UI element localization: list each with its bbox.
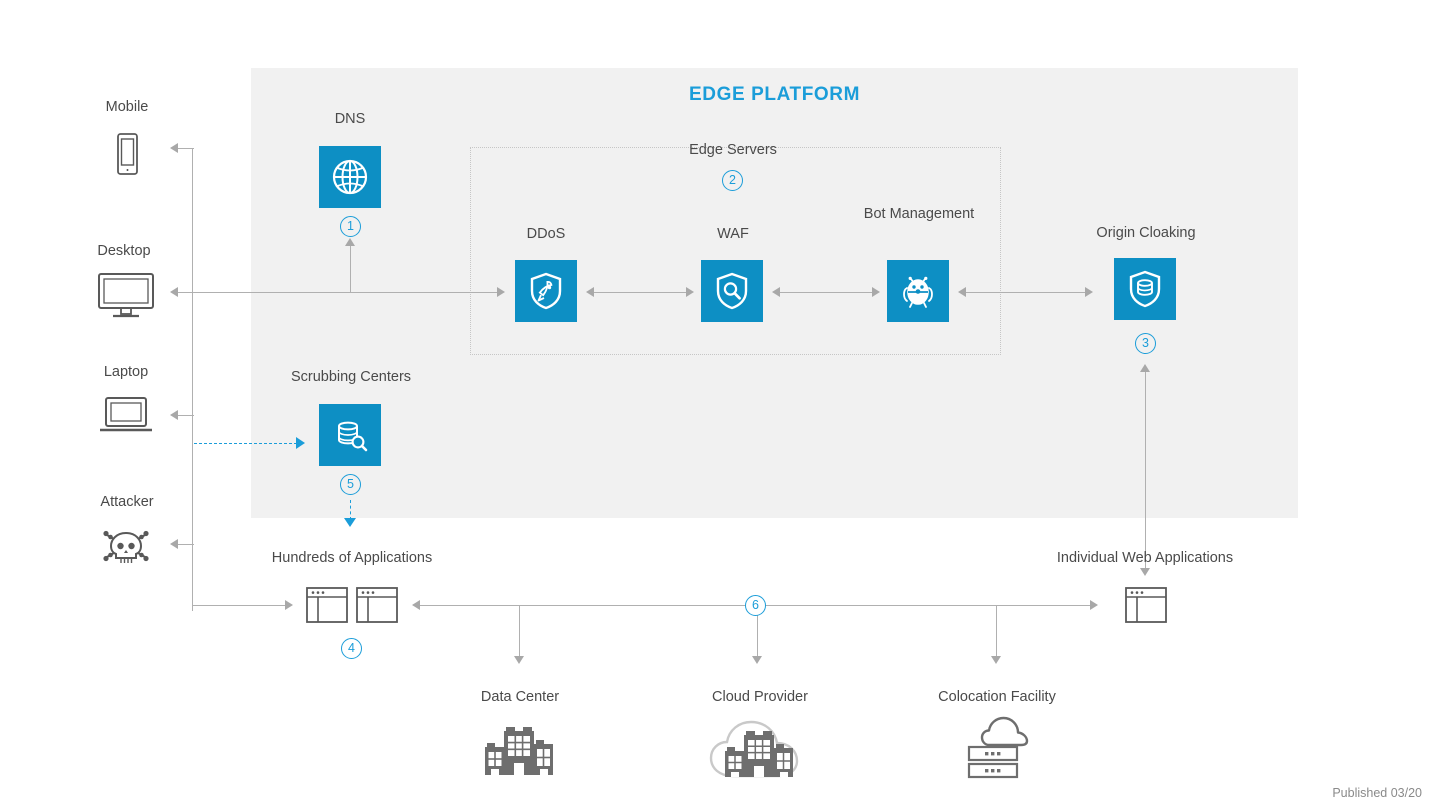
colocation-drop-line [996,605,998,658]
service-label-bot: Bot Management [863,206,975,222]
origin-label-data-center: Data Center [480,689,560,705]
bot-origin-arrowhead-left [958,287,966,297]
waf-bot-arrowhead-right [872,287,880,297]
scrubbing-apps-arrowhead [344,518,356,527]
cloud-provider-drop-line [757,605,759,658]
skull-crossbones-icon [100,524,152,568]
desktop-arrowhead-left [170,287,178,297]
mobile-connector-line [178,148,194,150]
data-center-drop-line [519,605,521,658]
browser-window-icon[interactable] [305,586,349,624]
cloud-servers-icon [963,715,1039,781]
attacker-arrowhead [170,539,178,549]
colocation-arrowhead [991,656,1001,664]
waf-bot-line [776,292,876,294]
database-magnifier-icon[interactable] [319,404,381,466]
attacker-connector-line [178,544,194,546]
laptop-arrowhead [170,410,178,420]
cloud-buildings-icon [703,713,813,783]
buildings-icon [479,723,559,779]
ddos-waf-arrowhead-right [686,287,694,297]
globe-icon[interactable] [319,146,381,208]
apps-inbound-line [192,605,287,607]
browser-window-icon-secondary[interactable] [355,586,399,624]
service-label-ddos: DDoS [526,226,566,242]
published-date: Published 03/20 [1332,786,1422,800]
client-label-attacker: Attacker [100,494,154,510]
edge-platform-title: EDGE PLATFORM [688,84,861,105]
shield-database-icon[interactable] [1114,258,1176,320]
marker-3: 3 [1135,333,1156,354]
origin-label-cloud-provider: Cloud Provider [712,689,808,705]
origin-individual-arrowhead-down [1140,568,1150,576]
ddos-waf-line [590,292,690,294]
marker-6: 6 [745,595,766,616]
origins-rail-arrowhead-right [1090,600,1098,610]
attacker-scrubbing-arrowhead [296,437,305,449]
dns-arrowhead [345,238,355,246]
apps-inbound-arrowhead [285,600,293,610]
robot-icon[interactable] [887,260,949,322]
browser-window-icon-individual[interactable] [1124,586,1168,624]
client-label-laptop: Laptop [103,364,149,380]
service-label-origin-cloaking: Origin Cloaking [1096,225,1196,241]
desktop-connector-line [178,292,500,294]
service-label-waf: WAF [717,226,749,242]
bot-origin-arrowhead-right [1085,287,1093,297]
edge-servers-label: Edge Servers [689,142,777,158]
cloud-provider-arrowhead [752,656,762,664]
shield-magnifier-icon[interactable] [701,260,763,322]
desktop-monitor-icon [97,272,155,320]
origin-individual-line [1145,370,1147,570]
laptop-connector-line [178,415,194,417]
edge-servers-boundary [470,147,1001,355]
marker-5: 5 [340,474,361,495]
marker-1: 1 [340,216,361,237]
attacker-scrubbing-dashed-line [194,443,297,444]
marker-2: 2 [722,170,743,191]
client-rail-line [192,148,194,611]
data-center-arrowhead [514,656,524,664]
dns-connector-line [350,244,352,293]
shield-rocket-icon[interactable] [515,260,577,322]
origin-individual-arrowhead-up [1140,364,1150,372]
apps-label-individual: Individual Web Applications [1056,550,1234,566]
marker-4: 4 [341,638,362,659]
waf-bot-arrowhead-left [772,287,780,297]
origin-label-colocation: Colocation Facility [938,689,1056,705]
laptop-icon [97,396,155,436]
mobile-phone-icon [110,132,144,178]
apps-label-hundreds: Hundreds of Applications [271,550,433,566]
ddos-waf-arrowhead-left [586,287,594,297]
mobile-arrowhead [170,143,178,153]
origins-rail-arrowhead-left [412,600,420,610]
service-label-scrubbing: Scrubbing Centers [290,369,412,385]
bot-origin-line [962,292,1088,294]
client-label-desktop: Desktop [97,243,151,259]
service-label-dns: DNS [334,111,366,127]
ddos-arrowhead-in [497,287,505,297]
client-label-mobile: Mobile [105,99,149,115]
scrubbing-apps-dashed-line [350,500,351,520]
